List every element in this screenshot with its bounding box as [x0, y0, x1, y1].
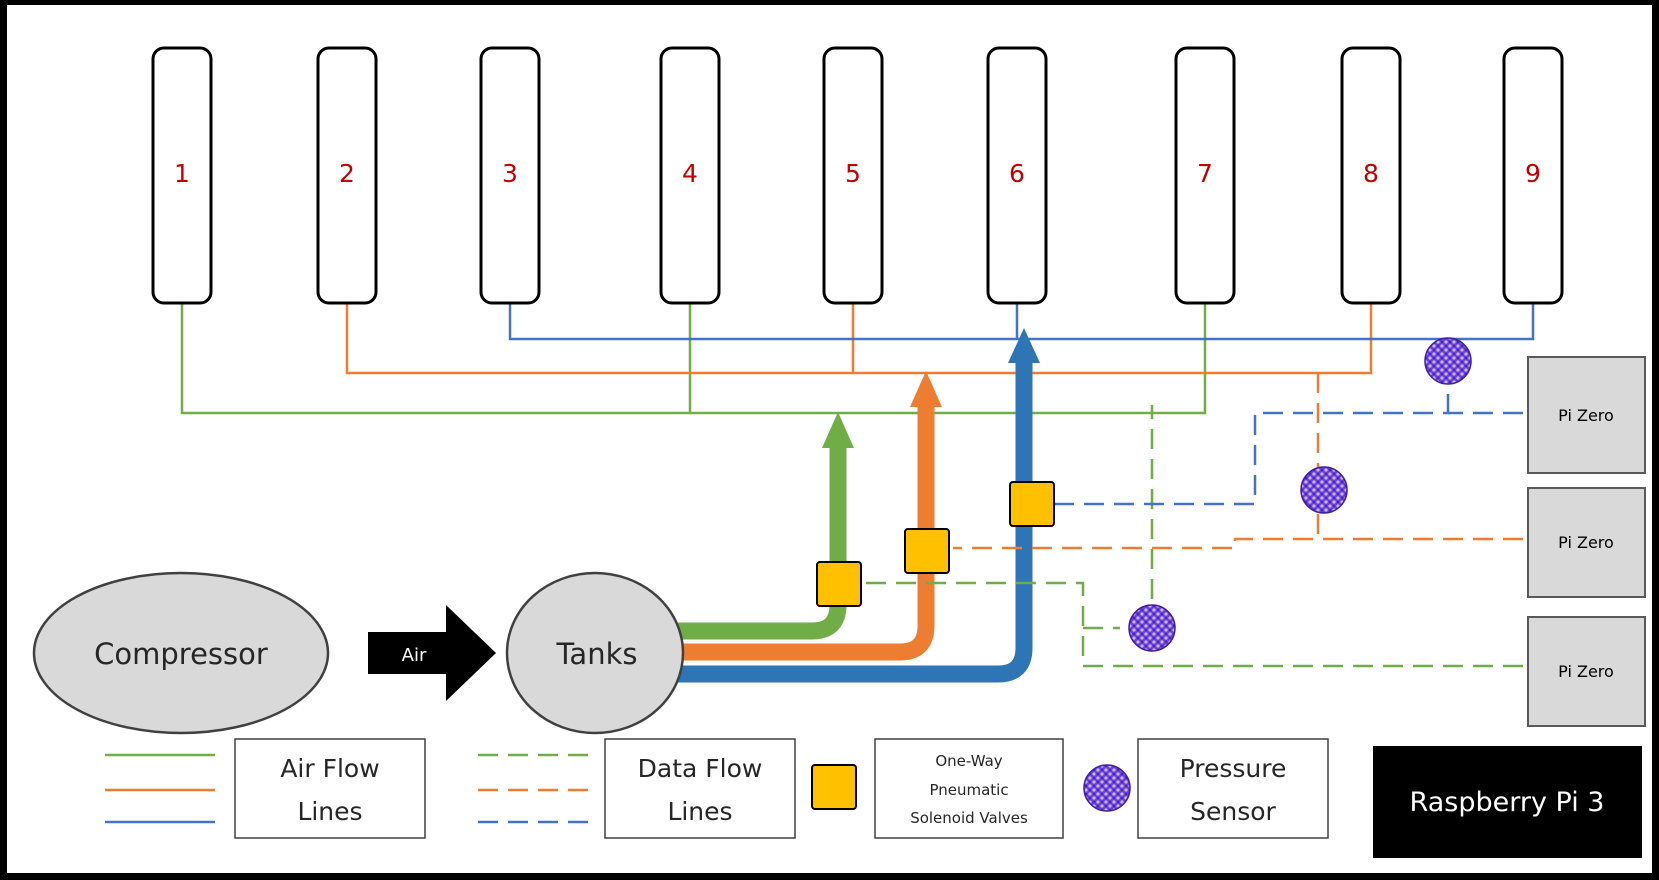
legend-sensor-line1: Pressure: [1180, 754, 1287, 783]
tanks-label: Tanks: [556, 637, 638, 671]
thick-supply-lines: [678, 361, 1033, 683]
cylinder-5: 5: [822, 46, 884, 305]
legend-valve-line1: One-Way: [935, 752, 1002, 770]
pi-zero-label: Pi Zero: [1558, 406, 1614, 425]
sensor-middle: [1300, 466, 1348, 514]
orange-arrowhead: [910, 371, 942, 407]
valve-green: [816, 561, 862, 607]
air-arrow-label: Air: [402, 645, 427, 666]
blue-supply-line: [678, 361, 1033, 683]
legend-sensor-line2: Sensor: [1190, 797, 1276, 826]
cylinder-label: 7: [1197, 159, 1213, 188]
valve-orange: [904, 528, 950, 574]
legend-data-flow-box: Data Flow Lines: [604, 738, 796, 839]
orange-data-line: [953, 537, 1523, 550]
legend-air-flow-swatches: [105, 753, 215, 824]
legend-air-flow-line1: Air Flow: [280, 754, 379, 783]
cylinder-label: 5: [845, 159, 861, 188]
legend-valve-swatch: [811, 764, 857, 810]
pi-zero-top: Pi Zero: [1527, 356, 1646, 474]
legend-data-flow-line1: Data Flow: [638, 754, 763, 783]
cylinder-8: 8: [1340, 46, 1402, 305]
legend-valve-line2: Pneumatic: [929, 781, 1008, 799]
cylinder-label: 9: [1525, 159, 1541, 188]
cylinder-3: 3: [479, 46, 541, 305]
blue-arrowhead: [1008, 328, 1040, 363]
green-data-line: [864, 581, 1523, 668]
legend-valve-line3: Solenoid Valves: [910, 809, 1028, 827]
cylinder-6: 6: [986, 46, 1048, 305]
pi-zero-boxes: Pi Zero Pi Zero Pi Zero: [1527, 356, 1646, 727]
cylinder-1: 1: [151, 46, 213, 305]
cylinder-7: 7: [1174, 46, 1236, 305]
pi-zero-label: Pi Zero: [1558, 533, 1614, 552]
legend-raspberry-box: Raspberry Pi 3: [1373, 746, 1642, 858]
cylinder-9: 9: [1502, 46, 1564, 305]
green-arrowhead: [822, 412, 854, 448]
pi-zero-bottom: Pi Zero: [1527, 616, 1646, 727]
solenoid-valves: [816, 481, 1055, 607]
orange-supply-line: [678, 405, 935, 661]
legend-air-flow-line2: Lines: [297, 797, 362, 826]
valve-blue: [1009, 481, 1055, 527]
cylinder-label: 3: [502, 159, 518, 188]
pi-zero-middle: Pi Zero: [1527, 487, 1646, 598]
compressor: Compressor: [32, 571, 330, 735]
cylinder-label: 2: [339, 159, 355, 188]
legend-data-flow-swatches: [478, 753, 588, 824]
data-flow-lines: [864, 373, 1523, 668]
green-supply-line: [678, 446, 847, 640]
legend-raspberry-label: Raspberry Pi 3: [1410, 787, 1605, 818]
cylinder-label: 4: [682, 159, 698, 188]
tanks: Tanks: [505, 571, 685, 735]
cylinder-label: 6: [1009, 159, 1025, 188]
air-arrow: Air: [368, 605, 496, 701]
sensor-top: [1424, 337, 1472, 385]
supply-arrowheads: [822, 328, 1040, 448]
cylinders: 1 2 3 4 5 6 7 8 9: [151, 46, 1564, 305]
cylinder-4: 4: [659, 46, 721, 305]
pressure-sensors: [1128, 337, 1472, 652]
cylinder-2: 2: [316, 46, 378, 305]
cylinder-label: 8: [1363, 159, 1379, 188]
legend-sensor-swatch: [1083, 764, 1131, 812]
legend-valve-box: One-Way Pneumatic Solenoid Valves: [874, 738, 1064, 839]
blue-data-line: [1052, 411, 1523, 506]
sensor-bottom: [1128, 604, 1176, 652]
cylinder-label: 1: [174, 159, 190, 188]
legend: Air Flow Lines Data Flow Lines One-Way P…: [105, 738, 1642, 858]
legend-sensor-box: Pressure Sensor: [1137, 738, 1329, 839]
legend-air-flow-box: Air Flow Lines: [234, 738, 426, 839]
green-air-manifold: [180, 303, 1207, 415]
compressor-label: Compressor: [94, 637, 268, 671]
pi-zero-label: Pi Zero: [1558, 662, 1614, 681]
legend-data-flow-line2: Lines: [667, 797, 732, 826]
